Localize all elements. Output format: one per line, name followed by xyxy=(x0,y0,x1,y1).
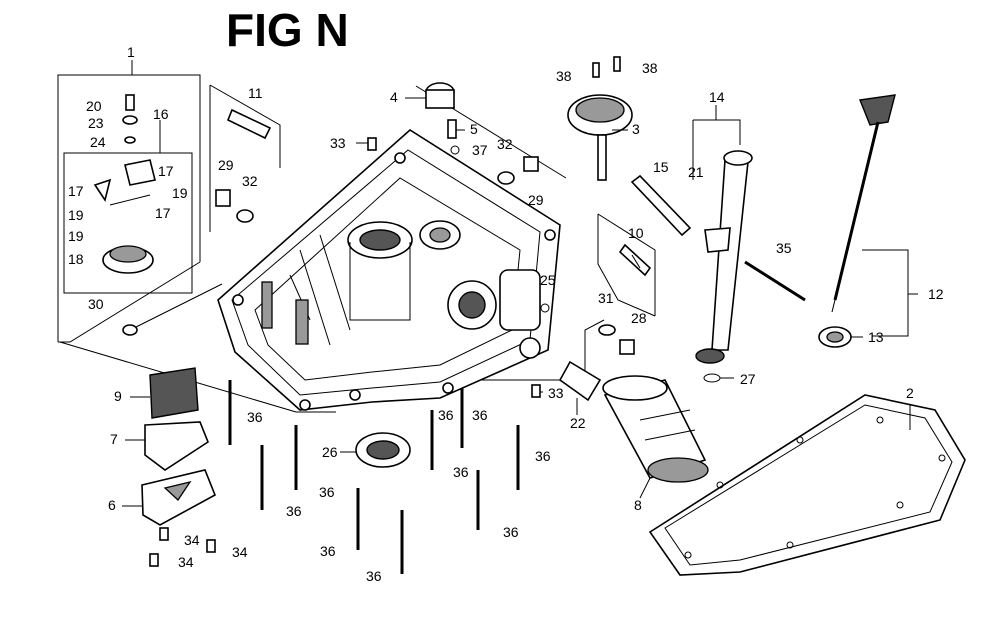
callout-14: 14 xyxy=(709,89,725,105)
callout-36d: 36 xyxy=(320,543,336,559)
governor-parts xyxy=(93,94,156,336)
callout-33a: 33 xyxy=(330,135,346,151)
callout-34b: 34 xyxy=(232,544,248,560)
leader-lines xyxy=(122,97,911,507)
gear-3 xyxy=(567,94,633,181)
callout-36i: 36 xyxy=(535,448,551,464)
callout-37: 37 xyxy=(472,142,488,158)
callout-38a: 38 xyxy=(556,68,572,84)
callout-23: 23 xyxy=(88,115,104,131)
callout-8: 8 xyxy=(634,497,642,513)
callout-30: 30 xyxy=(88,296,104,312)
callout-36f: 36 xyxy=(438,407,454,423)
callout-17c: 17 xyxy=(155,205,171,221)
assembly-brackets xyxy=(57,60,918,413)
oil-filter xyxy=(602,375,709,483)
callout-36b: 36 xyxy=(286,503,302,519)
callout-29b: 29 xyxy=(528,192,544,208)
callout-32a: 32 xyxy=(242,173,258,189)
callout-24: 24 xyxy=(90,134,106,150)
small-parts xyxy=(141,56,806,567)
callout-26: 26 xyxy=(322,444,338,460)
callout-36a: 36 xyxy=(247,409,263,425)
part-4 xyxy=(425,82,455,109)
callout-17a: 17 xyxy=(158,163,174,179)
oil-seal-13 xyxy=(818,326,852,348)
oil-pan-body xyxy=(217,129,561,411)
callout-36g: 36 xyxy=(453,464,469,480)
callout-25: 25 xyxy=(540,272,556,288)
callout-19a: 19 xyxy=(172,185,188,201)
callout-31: 31 xyxy=(598,290,614,306)
callout-11: 11 xyxy=(248,85,263,101)
crankshaft-seal xyxy=(355,432,411,468)
callout-16: 16 xyxy=(153,106,169,122)
callout-32b: 32 xyxy=(497,136,513,152)
callout-12: 12 xyxy=(928,286,944,302)
callout-28: 28 xyxy=(631,310,647,326)
callout-4: 4 xyxy=(390,89,398,105)
oil-fill-tube xyxy=(695,150,753,364)
callout-19c: 19 xyxy=(68,228,84,244)
callout-36j: 36 xyxy=(472,407,488,423)
callout-38b: 38 xyxy=(642,60,658,76)
callout-17b: 17 xyxy=(68,183,84,199)
oil-pan-gasket xyxy=(648,394,966,576)
callout-27: 27 xyxy=(740,371,756,387)
callout-35: 35 xyxy=(776,240,792,256)
callout-13: 13 xyxy=(868,329,884,345)
dipstick xyxy=(831,94,896,313)
callout-18: 18 xyxy=(68,251,84,267)
callout-2: 2 xyxy=(906,385,914,401)
callout-6: 6 xyxy=(108,497,116,513)
callout-29a: 29 xyxy=(218,157,234,173)
figure-title: FIG N xyxy=(226,4,349,56)
callout-7: 7 xyxy=(110,431,118,447)
callout-15: 15 xyxy=(653,159,669,175)
callout-1: 1 xyxy=(127,44,135,60)
callout-9: 9 xyxy=(114,388,122,404)
callout-36e: 36 xyxy=(366,568,382,584)
callout-5: 5 xyxy=(470,121,478,137)
callout-34c: 34 xyxy=(178,554,194,570)
callout-20: 20 xyxy=(86,98,102,114)
callout-22: 22 xyxy=(570,415,586,431)
callout-labels: 1 2 3 4 5 6 7 8 9 10 11 12 13 14 15 16 1… xyxy=(68,44,944,584)
bolts-36 xyxy=(228,380,520,574)
callout-36c: 36 xyxy=(319,484,335,500)
callout-34a: 34 xyxy=(184,532,200,548)
callout-19b: 19 xyxy=(68,207,84,223)
callout-36h: 36 xyxy=(503,524,519,540)
callout-33b: 33 xyxy=(548,385,564,401)
callout-21: 21 xyxy=(688,164,704,180)
callout-10: 10 xyxy=(628,225,644,241)
callout-3: 3 xyxy=(632,121,640,137)
